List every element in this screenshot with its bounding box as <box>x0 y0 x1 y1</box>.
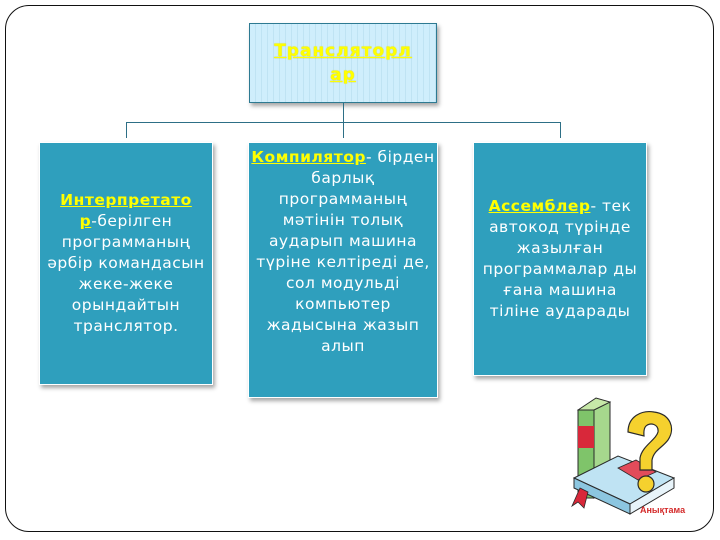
connector-left <box>126 122 127 138</box>
term-assembler: Ассемблер <box>488 197 591 215</box>
definition-compiler: - бірден барлық программаның мәтінін тол… <box>256 148 435 355</box>
slide-frame <box>5 5 714 532</box>
definition-interpreter: -берілген программаның әрбір командасын … <box>47 212 205 335</box>
book-question-icon <box>571 397 676 515</box>
definition-assembler: - тек автокод түрінде жазылған программа… <box>482 197 638 320</box>
connector-root-down <box>343 103 344 122</box>
node-assembler: Ассемблер- тек автокод түрінде жазылған … <box>473 142 647 376</box>
node-compiler: Компилятор- бірден барлық программаның м… <box>248 142 438 398</box>
term-compiler: Компилятор <box>251 148 366 166</box>
connector-right <box>560 122 561 138</box>
illustration-caption: Анықтама <box>640 505 686 515</box>
connector-middle <box>343 122 344 138</box>
